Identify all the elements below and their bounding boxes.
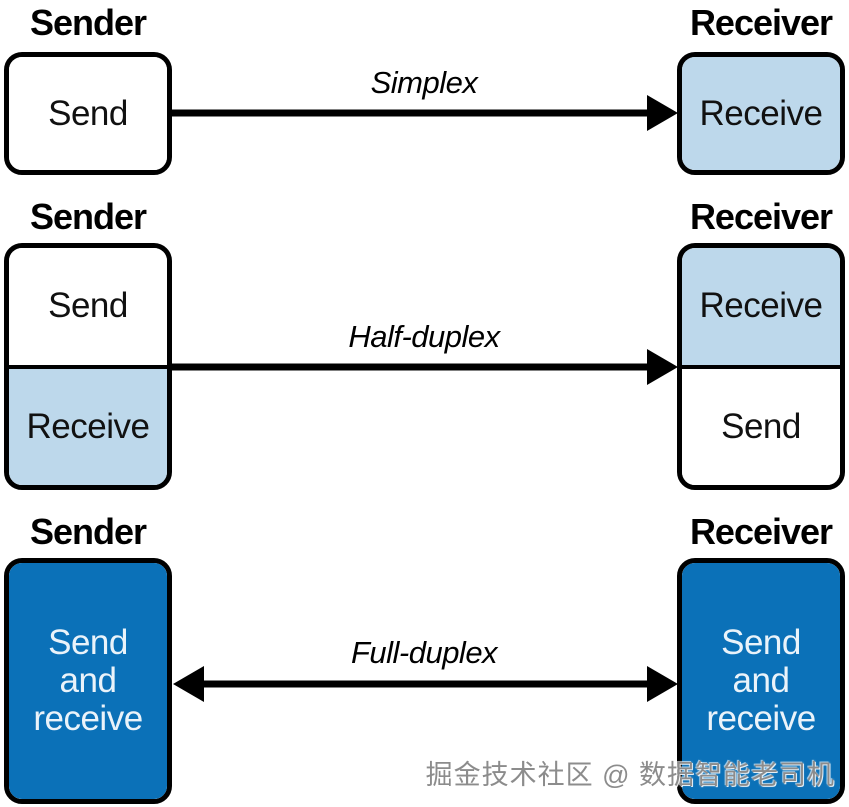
half-duplex-receiver-receive-cell: Receive [682, 248, 840, 365]
full-duplex-sender-cell-label: Send and receive [33, 623, 143, 738]
half-duplex-arrow-right-icon [170, 349, 678, 385]
full-duplex-receiver-cell-label: Send and receive [706, 623, 816, 738]
full-duplex-sender-title: Sender [29, 511, 147, 552]
full-duplex-sender-cell: Send and receive [9, 563, 167, 799]
full-duplex-receiver-box: Send and receive [677, 558, 845, 804]
simplex-receiver-box: Receive [677, 52, 845, 175]
half-duplex-receiver-title: Receiver [689, 196, 833, 237]
full-duplex-mode-label: Full-duplex [350, 635, 498, 670]
simplex-receiver-receive-cell: Receive [682, 57, 840, 170]
half-duplex-mode-label: Half-duplex [348, 319, 500, 354]
simplex-arrow-right-icon [170, 95, 678, 131]
half-duplex-receiver-send-cell: Send [682, 364, 840, 485]
watermark-text: 掘金技术社区 @ 数据智能老司机 [425, 760, 835, 790]
full-duplex-sender-box: Send and receive [4, 558, 172, 804]
full-duplex-receiver-title: Receiver [689, 511, 833, 552]
half-duplex-sender-box: Send Receive [4, 243, 172, 490]
simplex-mode-label: Simplex [370, 65, 478, 100]
half-duplex-sender-send-cell: Send [9, 248, 167, 365]
simplex-sender-send-cell: Send [9, 57, 167, 170]
half-duplex-sender-title: Sender [29, 196, 147, 237]
full-duplex-receiver-cell: Send and receive [682, 563, 840, 799]
simplex-sender-box: Send [4, 52, 172, 175]
full-duplex-arrow-both-icon [173, 666, 678, 702]
half-duplex-receiver-box: Receive Send [677, 243, 845, 490]
simplex-sender-title: Sender [29, 2, 147, 43]
simplex-receiver-title: Receiver [689, 2, 833, 43]
half-duplex-sender-receive-cell: Receive [9, 364, 167, 485]
